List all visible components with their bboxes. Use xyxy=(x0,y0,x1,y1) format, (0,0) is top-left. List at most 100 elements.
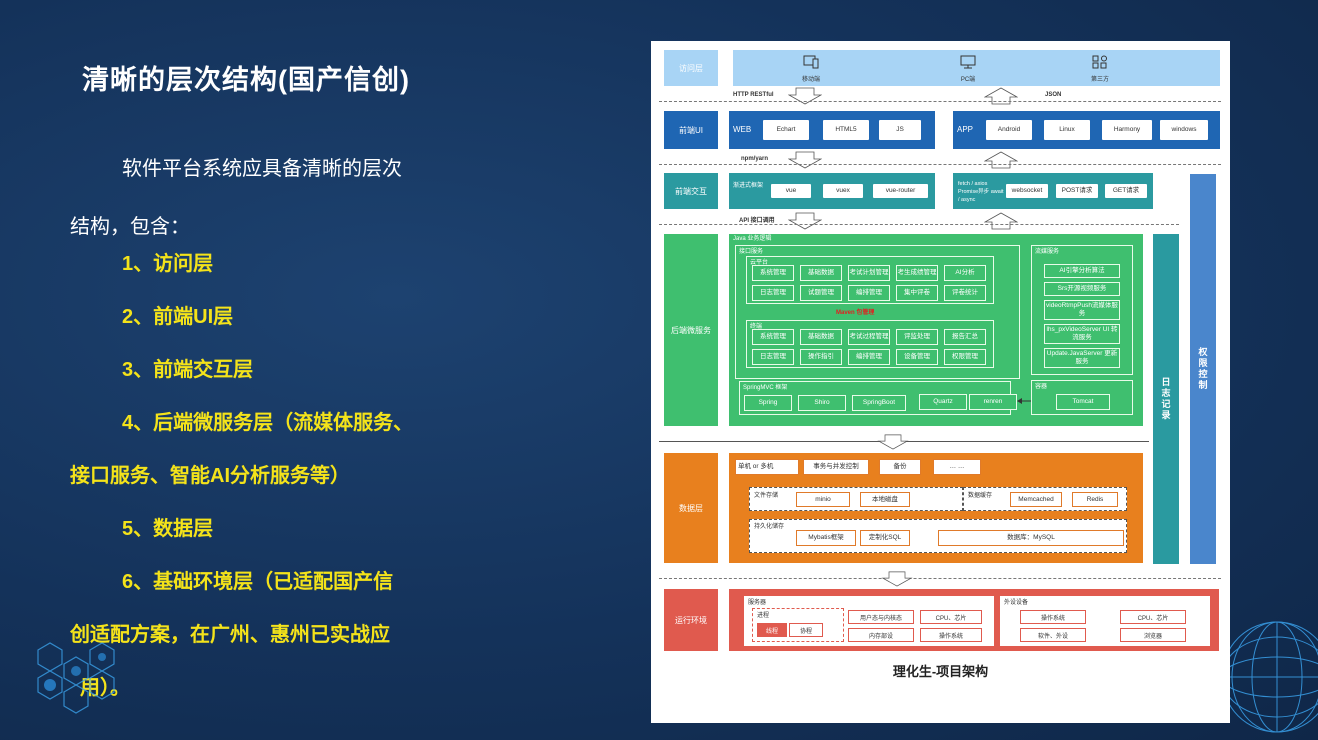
framework-box: Shiro xyxy=(798,395,846,411)
interact-left-panel: 渐进式框架 vue vuex vue-router xyxy=(729,173,935,209)
module-box: AI分析 xyxy=(944,265,986,281)
interface-service-area: 接口服务 云平台 系统管理 基础数据 考试计划管理 考生成绩管理 AI分析 日志… xyxy=(735,245,1020,379)
data-item: 备份 xyxy=(879,459,921,475)
layer-list: 1、访问层 2、前端UI层 3、前端交互层 4、后端微服务层（流媒体服务、 接口… xyxy=(70,238,490,715)
server-label: 服务器 xyxy=(748,600,767,606)
media-service-label: 流媒服务 xyxy=(1035,249,1060,255)
http-restful-label: HTTP RESTful xyxy=(733,92,774,98)
list-item: 2、前端UI层 xyxy=(122,306,234,328)
interact-item: vuex xyxy=(823,184,863,198)
media-service-box: AI引擎分析算法 xyxy=(1044,264,1120,278)
third-party-grid-icon xyxy=(1092,55,1107,69)
divider-line xyxy=(659,101,1221,102)
terminal-group: 终端 系统管理 基础数据 考试过程管理 评监处理 报告汇总 日志管理 操作指引 … xyxy=(746,320,994,368)
framework-box: renren xyxy=(969,394,1017,410)
module-box: 考试过程管理 xyxy=(848,329,890,345)
maven-label: Maven 包管理 xyxy=(836,310,875,316)
web-item: Echart xyxy=(763,120,809,140)
web-title: WEB xyxy=(733,125,752,134)
app-item: Harmony xyxy=(1102,120,1152,140)
app-panel: APP Android Linux Harmony windows xyxy=(953,111,1220,149)
list-item: 3、前端交互层 xyxy=(122,359,254,381)
module-box: 编排管理 xyxy=(848,349,890,365)
interact-item: GET请求 xyxy=(1105,184,1147,198)
runtime-panel: 服务器 进程 线程 协程 用户态与内核态 CPU、芯片 内存部设 操作系统 外设… xyxy=(729,589,1219,651)
web-panel: WEB Echart HTML5 JS xyxy=(729,111,935,149)
app-item: Linux xyxy=(1044,120,1090,140)
divider-line xyxy=(659,164,1221,165)
server-area: 服务器 进程 线程 协程 用户态与内核态 CPU、芯片 内存部设 操作系统 xyxy=(743,595,995,647)
data-item: 数据库：MySQL xyxy=(938,530,1124,546)
module-box: 编排管理 xyxy=(848,285,890,301)
data-item: 事务与并发控制 xyxy=(803,459,869,475)
data-layer-label: 数据层 xyxy=(664,453,718,563)
process-area: 进程 线程 协程 xyxy=(752,608,844,642)
container-label: 容器 xyxy=(1035,384,1048,390)
module-box: 报告汇总 xyxy=(944,329,986,345)
cloud-group: 云平台 系统管理 基础数据 考试计划管理 考生成绩管理 AI分析 日志管理 试题… xyxy=(746,256,994,304)
media-service-box: videoRtmpPush流媒体服务 xyxy=(1044,300,1120,320)
list-item: 1、访问层 xyxy=(122,253,214,275)
arrow-up-icon xyxy=(984,87,1018,105)
module-box: 日志管理 xyxy=(752,349,794,365)
third-party-client-label: 第三方 xyxy=(1090,77,1109,83)
framework-box: Spring xyxy=(744,395,792,411)
thread-box: 线程 xyxy=(757,623,787,637)
module-box: 基础数据 xyxy=(800,265,842,281)
backend-panel: Java 业务逻辑 接口服务 云平台 系统管理 基础数据 考试计划管理 考生成绩… xyxy=(729,234,1143,426)
arrow-down-icon xyxy=(788,87,822,105)
tomcat-box: Tomcat xyxy=(1056,394,1110,410)
intro-line-2: 结构，包含： xyxy=(70,216,190,238)
module-box: 试题管理 xyxy=(800,285,842,301)
data-item: Redis xyxy=(1072,492,1118,507)
module-box: 系统管理 xyxy=(752,329,794,345)
app-item: windows xyxy=(1160,120,1208,140)
auth-control-bar: 权限控制 xyxy=(1190,174,1216,564)
intro-line-1: 软件平台系统应具备清晰的层次 xyxy=(122,158,402,180)
data-item: 定制化SQL xyxy=(860,530,910,546)
arrow-down-icon xyxy=(877,434,909,450)
divider-line xyxy=(659,578,1221,579)
peripheral-item: 浏览器 xyxy=(1120,628,1186,642)
container-area: 容器 Tomcat xyxy=(1031,380,1133,415)
cache-label: 数据缓存 xyxy=(968,493,993,499)
web-item: HTML5 xyxy=(823,120,869,140)
backend-label: 后端微服务 xyxy=(664,234,718,426)
list-item: 创适配方案，在广州、惠州已实战应 xyxy=(70,624,390,646)
interact-item: vue xyxy=(771,184,811,198)
data-item: … … xyxy=(933,459,981,475)
module-box: 评卷统计 xyxy=(944,285,986,301)
data-item: Mybatis框架 xyxy=(796,530,856,546)
arrow-down-icon xyxy=(881,571,913,587)
module-box: 权限管理 xyxy=(944,349,986,365)
access-layer-label: 访问层 xyxy=(664,50,718,86)
list-item: 4、后端微服务层（流媒体服务、 xyxy=(122,412,414,434)
module-box: 考生成绩管理 xyxy=(896,265,938,281)
peripheral-item: CPU、芯片 xyxy=(1120,610,1186,624)
runtime-label: 运行环境 xyxy=(664,589,718,651)
springmvc-label: SpringMVC 框架 xyxy=(743,385,788,391)
pc-monitor-icon xyxy=(960,55,976,69)
mobile-device-icon xyxy=(803,55,819,69)
fetch-label: fetch / axios Promise异步 await / async xyxy=(958,181,1004,203)
arrow-left-icon xyxy=(1017,398,1032,404)
server-item: 内存部设 xyxy=(848,628,914,642)
mobile-client-label: 移动端 xyxy=(801,77,820,83)
pc-client-label: PC端 xyxy=(960,77,976,83)
globe-decoration-icon xyxy=(1221,621,1318,733)
log-record-bar: 日志记录 xyxy=(1153,234,1179,564)
interact-right-panel: fetch / axios Promise异步 await / async we… xyxy=(953,173,1153,209)
list-item: 5、数据层 xyxy=(122,518,214,540)
media-service-box: lhs_pxVideoServer UI 转流服务 xyxy=(1044,324,1120,344)
slide-title: 清晰的层次结构(国产信创) xyxy=(82,65,410,95)
media-service-area: 流媒服务 AI引擎分析算法 Srs开源视频服务 videoRtmpPush流媒体… xyxy=(1031,245,1133,375)
access-layer: 访问层 移动端 PC端 第三方 xyxy=(664,50,1220,86)
module-box: 集中评卷 xyxy=(896,285,938,301)
data-item: 本地磁盘 xyxy=(860,492,910,507)
arrow-down-icon xyxy=(788,151,822,169)
diagram-caption: 理化生-项目架构 xyxy=(892,664,989,679)
framework-label: 渐进式框架 xyxy=(733,183,764,189)
java-logic-label: Java 业务逻辑 xyxy=(733,236,772,242)
interact-item: vue-router xyxy=(873,184,928,198)
architecture-diagram: 访问层 移动端 PC端 第三方 HTTP RESTful JSON 前端UI W… xyxy=(651,41,1230,723)
